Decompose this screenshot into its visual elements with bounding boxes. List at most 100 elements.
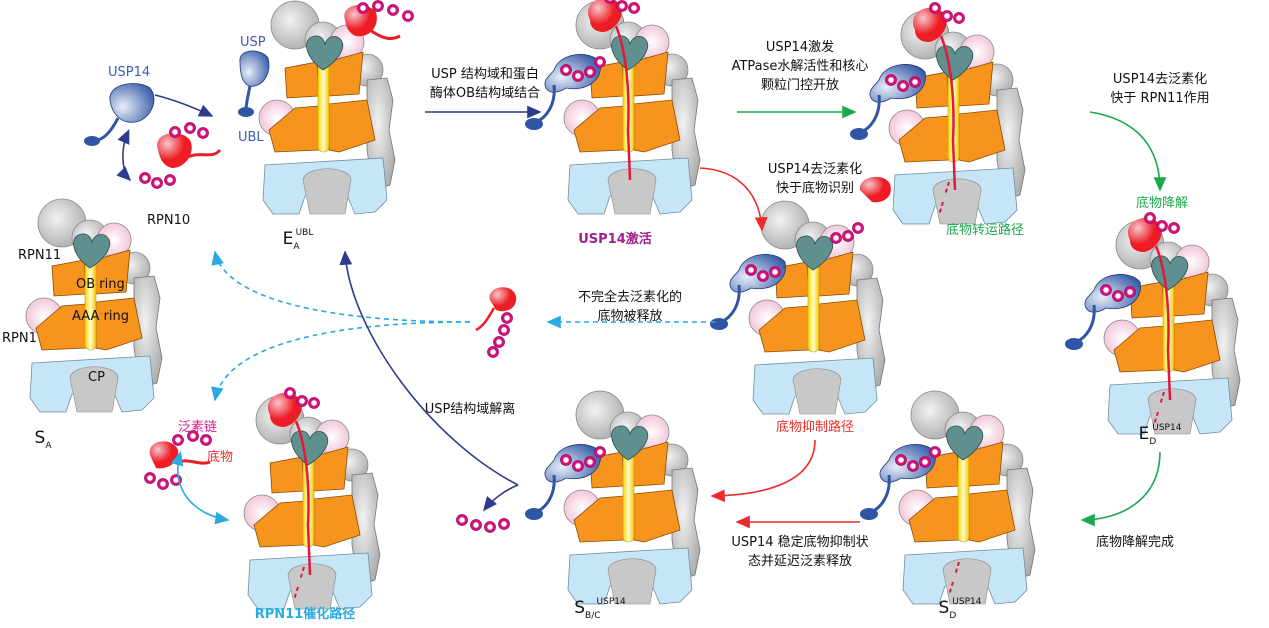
rpn11-path-arrow [170,450,230,525]
ubiquitin-bead [907,460,919,472]
ea-usp-domain [239,50,270,87]
ubiquitin-bead [842,230,854,242]
ubiquitin-bead [560,454,572,466]
rpn11 [611,425,649,461]
ubiquitin-bead [594,56,606,68]
dub-faster-recognition-text: USP14去泛素化快于底物识别 [767,162,863,196]
released-ubiquitin [456,514,468,526]
ubiquitin-bead [584,66,596,78]
sa-substrate [149,441,179,469]
aaa-ring-label: AAA ring [72,309,129,324]
ubiquitin-bead [919,456,931,468]
core-particle-chamber [792,368,842,415]
core-particle-chamber [942,558,992,605]
rpn11 [946,425,984,461]
ubiquitin-bead [284,387,296,399]
ubiquitin-bead [197,127,209,139]
ubiquitin-bead [895,454,907,466]
ubiquitin-bead [493,336,505,348]
usp14-activated-label: USP14激活 [578,232,652,247]
substrate [267,392,302,427]
ubiquitin-bead [1168,222,1180,234]
substrate [912,7,947,42]
released-substrate-tail [475,307,496,332]
usp14-free-label: USP14 [108,65,151,80]
ea-usp-linker [244,85,252,111]
inhibition-to-sbc-arrow [710,439,816,503]
ubiquitin-bead [357,2,369,14]
ubiquitin-bead [139,172,151,184]
ubiquitin-bead [584,456,596,468]
ub-chain-label: 泛素链 [178,420,218,435]
free-substrate [157,133,192,168]
ubiquitin-bead [157,478,169,490]
usp14-ubl-domain [525,508,543,520]
proteasome-inhibition [710,200,886,415]
ubiquitin-bead [628,2,640,14]
stabilize-inhibition-text: USP14 稳定底物抑制状态并延迟泛素释放 [731,535,869,569]
substrate [588,0,622,32]
ubiquitin-bead [200,434,212,446]
core-particle-chamber [287,563,337,610]
usp14-ubl-domain [850,128,868,140]
usp-dissociation-text: USP结构域解离 [424,402,516,417]
ubiquitin-bead [745,264,757,276]
ubiquitin-bead [572,460,584,472]
ubiquitin-bead [953,12,965,24]
central-channel [317,59,330,153]
rpn10-label: RPN10 [147,213,191,228]
binding-text: USP 结构域和蛋白酶体OB结构域结合 [429,67,541,101]
central-channel [622,449,635,543]
proteasome-usp14-activated [525,0,701,215]
ubiquitin-bead [501,312,513,324]
proteasome-ed-usp14 [1065,212,1241,435]
free-substrate-tail [185,148,222,160]
ubiquitin-bead [372,0,384,12]
ubiquitin-bead [169,126,181,138]
sa-substrate-tail [175,459,211,465]
usp-dissociation-arrow [339,250,519,486]
core-particle-chamber [69,366,119,413]
substrate-polypeptide [1154,245,1172,401]
cp-label: CP [88,370,105,385]
usp14-ubl-domain [1065,338,1083,350]
central-channel [84,257,97,351]
substrate-polypeptide [939,35,957,191]
free-usp14-linker [95,117,120,142]
released-ubiquitin [484,521,496,533]
proteasome-translocation [850,2,1026,225]
ubiquitin-bead [144,472,156,484]
ob-ring-label: OB ring [76,277,125,292]
ubiquitin-bead [1100,284,1112,296]
released-ubiquitin [470,519,482,531]
released-substrate [489,287,517,312]
degraded-peptide [1153,391,1165,426]
free-usp14-ubl [84,136,100,146]
ubiquitin-bead [402,10,414,22]
ubiquitin-bead [498,324,510,336]
substrate-polypeptide [294,420,312,576]
ea-substrate-tail [369,28,401,40]
ubiquitin-bead [769,266,781,278]
usp-label: USP [240,35,266,50]
core-particle-chamber [607,168,657,215]
degradation-complete-text: 底物降解完成 [1095,535,1175,550]
rpn11-path-label: RPN11催化路径 [254,607,356,622]
ubiquitin-bead [929,2,941,14]
rpn11 [306,35,344,71]
usp14-ubl-domain [710,318,728,330]
state-sd-usp14-label: SDUSP14 [938,597,982,621]
core-particle-chamber [1147,388,1197,435]
proteasome-sd-usp14 [860,390,1036,605]
dub-faster-rpn11-text: USP14去泛素化快于 RPN11作用 [1110,72,1210,106]
ubiquitin-bead [1112,290,1124,302]
ubiquitin-bead [1144,212,1156,224]
ob-ring [269,456,305,494]
degradation-text: 底物降解 [1135,196,1189,211]
ubiquitin-bead [616,0,628,12]
proteasome-ea-ubl [258,0,396,215]
ea-ubl-domain [238,107,254,117]
inhibition-path-label: 底物抑制路径 [775,420,855,435]
ob-ring [284,61,320,99]
